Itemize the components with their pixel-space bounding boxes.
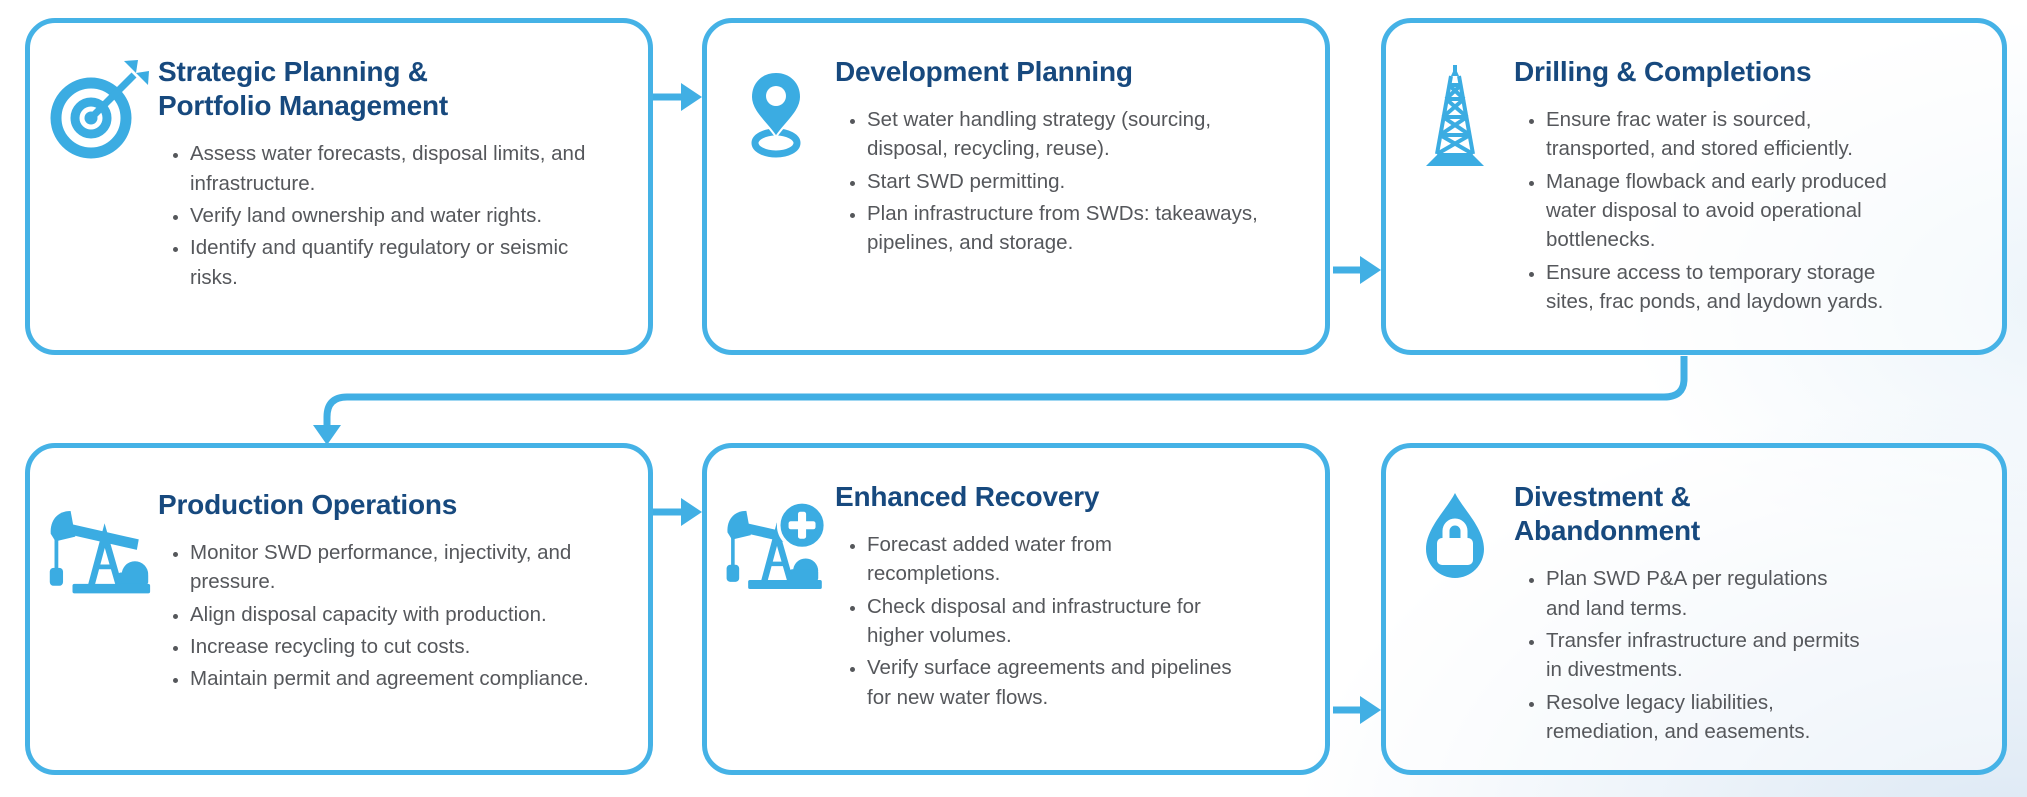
bullet-item: Monitor SWD performance, injectivity, an… [190, 538, 610, 597]
bullet-item: Check disposal and infrastructure for hi… [867, 592, 1239, 651]
connector-elbow-3-4 [323, 356, 1688, 428]
arrowhead-5-6 [1360, 696, 1381, 724]
bullet-item: Verify surface agreements and pipelines … [867, 653, 1239, 712]
stage-bullet-list: Assess water forecasts, disposal limits,… [158, 139, 610, 292]
bullet-item: Align disposal capacity with production. [190, 600, 610, 629]
stage-card-divestment-abandonment: Divestment & Abandonment Plan SWD P&A pe… [1381, 443, 2007, 775]
arrowhead-2-3 [1360, 256, 1381, 284]
bullet-item: Ensure frac water is sourced, transporte… [1546, 105, 1916, 164]
stage-title: Enhanced Recovery [835, 481, 1100, 512]
stage-title: Divestment & Abandonment [1514, 481, 1701, 547]
bullet-item: Manage flowback and early produced water… [1546, 167, 1916, 255]
stage-bullet-list: Monitor SWD performance, injectivity, an… [158, 538, 610, 694]
bullet-item: Increase recycling to cut costs. [190, 632, 610, 661]
stage-title: Strategic Planning & Portfolio Managemen… [158, 56, 449, 122]
bullet-item: Transfer infrastructure and permits in d… [1546, 626, 1866, 685]
bullet-item: Assess water forecasts, disposal limits,… [190, 139, 610, 198]
stage-title: Drilling & Completions [1514, 56, 1812, 87]
bullet-item: Set water handling strategy (sourcing, d… [867, 105, 1277, 164]
stage-card-enhanced-recovery: Enhanced Recovery Forecast added water f… [702, 443, 1330, 775]
stage-card-strategic-planning: Strategic Planning & Portfolio Managemen… [25, 18, 653, 355]
bullet-item: Verify land ownership and water rights. [190, 201, 610, 230]
stage-bullet-list: Ensure frac water is sourced, transporte… [1514, 105, 1916, 316]
bullet-item: Maintain permit and agreement compliance… [190, 664, 610, 693]
droplet-lock-icon [1426, 493, 1484, 578]
stage-title: Production Operations [158, 489, 458, 520]
bullet-item: Resolve legacy liabilities, remediation,… [1546, 688, 1866, 747]
arrowhead-4-5 [681, 498, 702, 526]
stage-bullet-list: Set water handling strategy (sourcing, d… [835, 105, 1277, 258]
drilling-derrick-icon [1426, 65, 1484, 166]
arrowhead-3-4 [313, 425, 341, 445]
arrowhead-1-2 [681, 83, 702, 111]
pumpjack-icon [49, 511, 151, 594]
bullet-item: Plan infrastructure from SWDs: takeaways… [867, 199, 1277, 258]
target-arrow-icon [50, 60, 149, 159]
stage-title: Development Planning [835, 56, 1133, 87]
bullet-item: Start SWD permitting. [867, 167, 1277, 196]
stage-card-drilling-completions: Drilling & Completions Ensure frac water… [1381, 18, 2007, 355]
stage-bullet-list: Plan SWD P&A per regulations and land te… [1514, 564, 1866, 746]
pumpjack-plus-icon [726, 500, 828, 590]
bullet-item: Plan SWD P&A per regulations and land te… [1546, 564, 1866, 623]
stage-card-production-operations: Production Operations Monitor SWD perfor… [25, 443, 653, 775]
bullet-item: Forecast added water from recompletions. [867, 530, 1239, 589]
location-pin-icon [749, 71, 803, 158]
bullet-item: Identify and quantify regulatory or seis… [190, 233, 610, 292]
stage-card-development-planning: Development Planning Set water handling … [702, 18, 1330, 355]
bullet-item: Ensure access to temporary storage sites… [1546, 258, 1916, 317]
stage-bullet-list: Forecast added water from recompletions.… [835, 530, 1239, 712]
